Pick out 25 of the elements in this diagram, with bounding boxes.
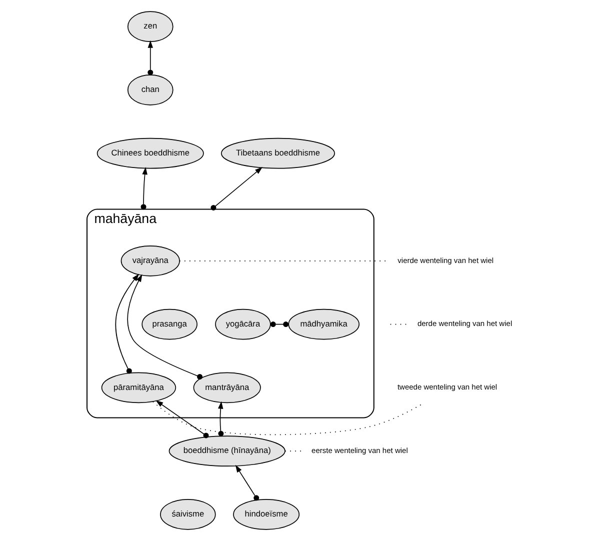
arrow <box>147 40 153 76</box>
node-ellipse: chan <box>126 74 173 106</box>
node-ellipse: pāramitāyāna <box>100 372 176 404</box>
node-text: eerste wenteling van het wiel <box>311 446 408 455</box>
arrow <box>114 274 139 374</box>
node-ellipse: yogācāra <box>214 308 270 340</box>
node-text: vierde wenteling van het wiel <box>397 256 494 265</box>
node-ellipse: vajrayāna <box>120 245 180 276</box>
arrow <box>126 274 202 380</box>
node-ellipse: hindoeïsme <box>232 499 300 530</box>
arrow <box>140 167 147 210</box>
arrow <box>210 167 262 210</box>
node-ellipse: Chinees boeddhisme <box>96 138 204 169</box>
node-ellipse: Tibetaans boeddhisme <box>220 138 335 169</box>
node-text: tweede wenteling van het wiel <box>396 382 497 392</box>
arrow <box>217 401 224 436</box>
node-text: derde wenteling van het wiel <box>416 319 512 328</box>
arrow <box>155 400 208 438</box>
node-ellipse: prasanga <box>141 308 197 340</box>
connector <box>389 324 409 325</box>
node-ellipse: boeddhisme (hīnayāna) <box>168 436 285 466</box>
node-ellipse: mādhyamika <box>288 308 360 340</box>
node-ellipse: śaivisme <box>160 499 216 530</box>
arrow <box>234 464 259 501</box>
node-ellipse: zen <box>126 11 173 42</box>
